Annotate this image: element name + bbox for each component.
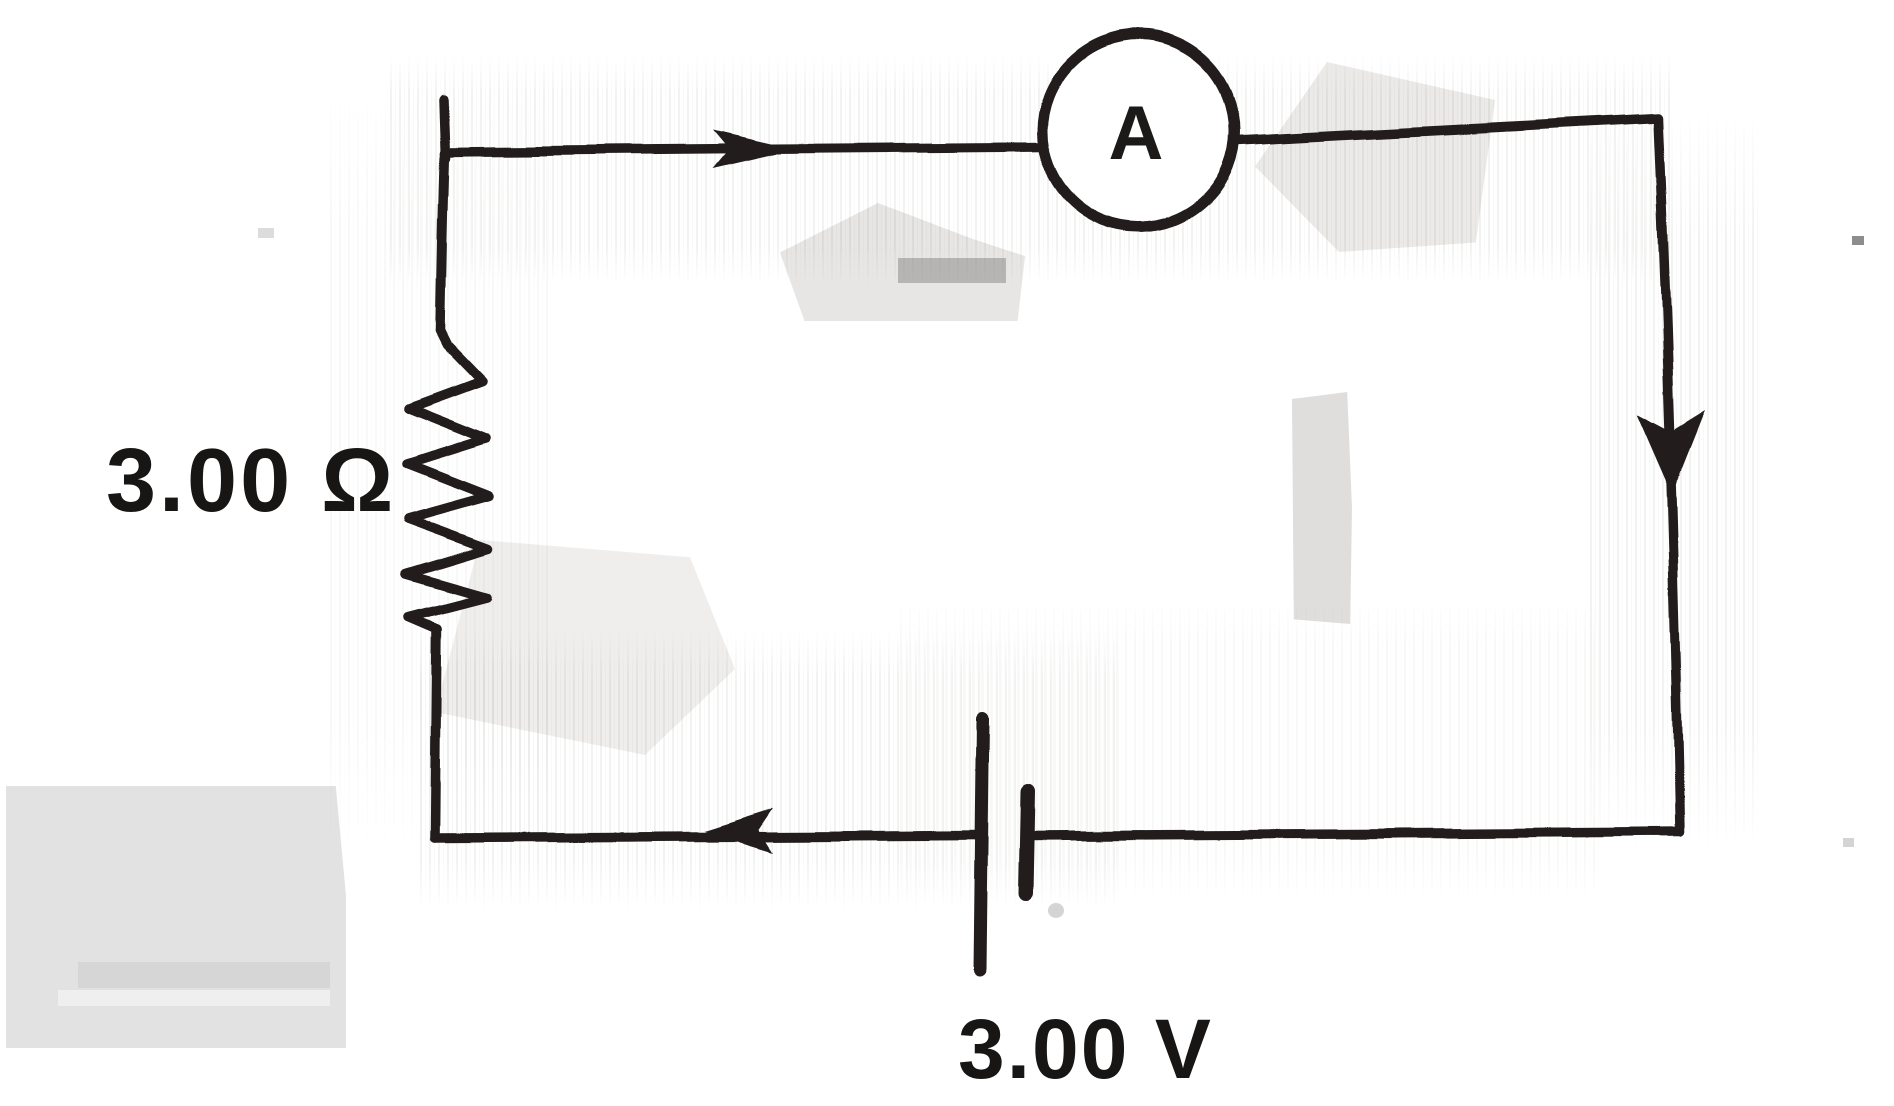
scan-artifact-stripe — [78, 962, 330, 988]
arrow-down-icon — [1637, 411, 1705, 494]
scan-streaks — [900, 600, 1600, 900]
scan-streaks — [390, 55, 1670, 285]
left-wire-upper — [436, 147, 450, 337]
scan-artifact-stripe — [58, 990, 330, 1006]
scan-artifact-bar — [898, 258, 1006, 283]
resistor-zigzag — [401, 327, 494, 634]
bottom-wire-left — [430, 830, 988, 843]
resistor-value-label: 3.00 Ω — [106, 431, 397, 531]
scan-speck — [1048, 903, 1064, 918]
bottom-wire-right — [1023, 827, 1685, 841]
scan-streaks — [420, 630, 1120, 910]
left-wire-lower — [430, 624, 442, 843]
scan-speck — [1852, 236, 1864, 245]
ammeter-label: A — [1109, 91, 1164, 176]
scan-artifact-band — [1292, 392, 1352, 624]
ammeter-circle — [1036, 29, 1240, 233]
scan-speck — [1843, 838, 1854, 847]
battery-value-label: 3.00 V — [958, 1002, 1213, 1096]
arrow-right-icon — [712, 131, 794, 169]
top-wire-right — [1231, 113, 1663, 145]
battery-short-plate — [1018, 783, 1036, 902]
battery-long-plate — [973, 712, 990, 977]
scan-speck — [258, 228, 274, 238]
arrow-left-icon — [705, 809, 774, 852]
